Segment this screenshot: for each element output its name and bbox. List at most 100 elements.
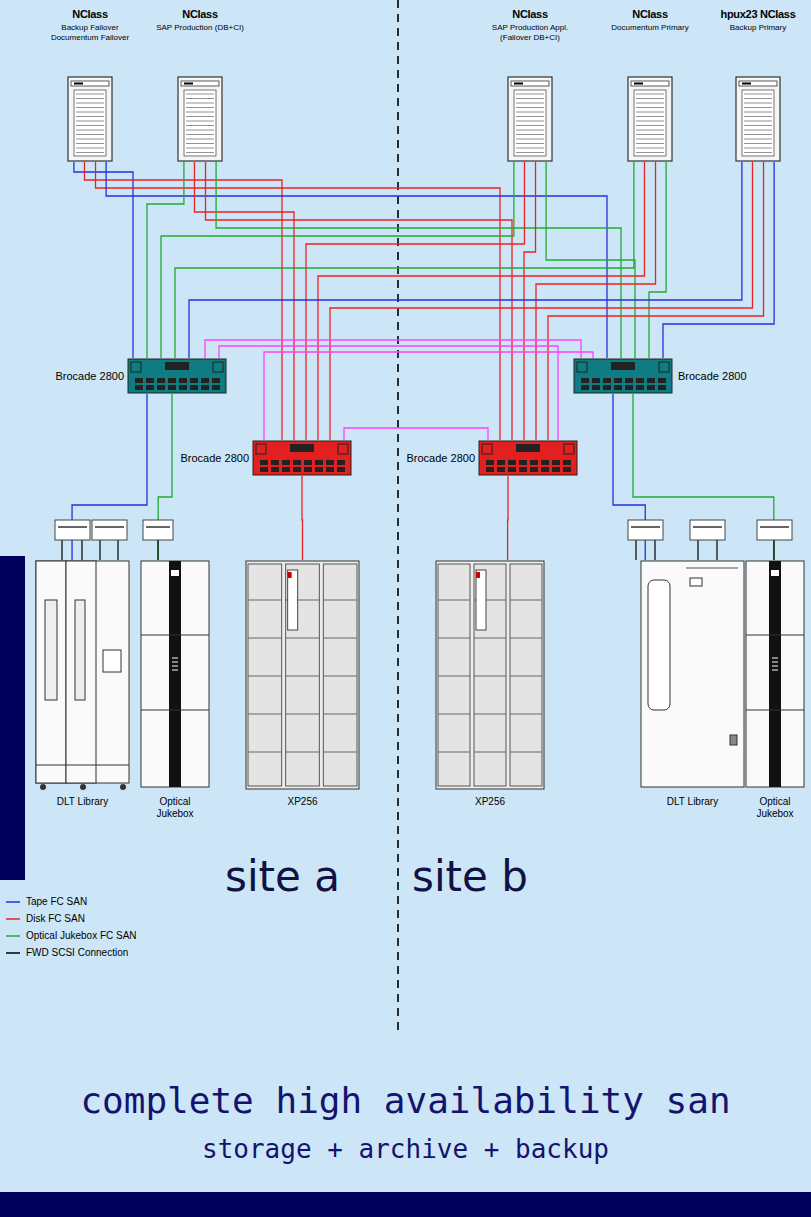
graphic-part	[438, 752, 470, 753]
graphic-part	[248, 564, 282, 786]
graphic-part	[625, 378, 633, 383]
graphic-part	[172, 670, 178, 671]
diagram-caption: storage + archive + backup	[0, 1134, 811, 1164]
graphic-part	[772, 670, 778, 671]
graphic-part	[634, 83, 643, 85]
graphic-part	[510, 564, 542, 786]
graphic-part	[636, 112, 664, 113]
graphic-part	[76, 107, 104, 108]
graphic-part	[6, 918, 20, 920]
graphic-part	[76, 121, 104, 122]
graphic-part	[76, 152, 104, 153]
server-text-block: NClassSAP Production (DB+CI)	[148, 8, 252, 72]
storage-shape	[435, 560, 545, 792]
graphic-part	[744, 139, 772, 140]
san-link	[84, 162, 282, 440]
graphic-part	[516, 103, 544, 104]
graphic-part	[76, 125, 104, 126]
graphic-part	[76, 112, 104, 113]
graphic-part	[186, 125, 214, 126]
graphic-part	[516, 98, 544, 99]
graphic-part	[36, 765, 129, 766]
switch-icon	[127, 358, 227, 394]
graphic-part	[636, 116, 664, 117]
graphic-part	[131, 362, 141, 372]
graphic-part	[635, 540, 636, 560]
legend-text: Optical Jukebox FC SAN	[26, 930, 137, 941]
legend-row: Disk FC SAN	[6, 910, 137, 927]
graphic-part	[286, 638, 320, 639]
graphic-part	[516, 116, 544, 117]
san-link	[205, 340, 581, 358]
graphic-part	[186, 152, 214, 153]
server-role: SAP Production (DB+CI)	[148, 23, 252, 33]
graphic-part	[40, 784, 46, 790]
server-shape	[627, 76, 673, 162]
graphic-part	[256, 444, 266, 454]
graphic-part	[744, 94, 772, 95]
graphic-part	[716, 540, 717, 560]
graphic-part	[168, 378, 176, 383]
graphic-part	[288, 572, 292, 578]
server-shape	[67, 76, 113, 162]
jukebox-icon	[140, 560, 210, 792]
graphic-part	[293, 460, 301, 465]
graphic-part	[592, 385, 600, 390]
graphic-part	[563, 467, 571, 472]
server-shape	[177, 76, 223, 162]
graphic-part	[514, 90, 546, 156]
graphic-part	[135, 378, 143, 383]
server-text-block: NClassSAP Production Appl. (Failover DB+…	[478, 8, 582, 72]
graphic-part	[693, 526, 722, 528]
graphic-part	[530, 460, 538, 465]
san-link	[194, 162, 294, 440]
graphic-part	[636, 107, 664, 108]
graphic-part	[614, 378, 622, 383]
graphic-part	[146, 526, 170, 528]
server-shape	[735, 76, 781, 162]
switch-node: Brocade 2800	[407, 440, 579, 476]
graphic-part	[146, 378, 154, 383]
graphic-part	[74, 83, 83, 85]
graphic-part	[742, 83, 751, 85]
graphic-part	[99, 540, 100, 560]
graphic-part	[186, 94, 214, 95]
graphic-part	[323, 564, 357, 786]
graphic-part	[74, 90, 106, 156]
graphic-part	[6, 952, 20, 954]
graphic-part	[338, 444, 348, 454]
legend: Tape FC SANDisk FC SANOptical Jukebox FC…	[6, 893, 137, 961]
storage-shape	[245, 560, 360, 792]
server-node: NClassBackup Failover Documentum Failove…	[38, 8, 142, 162]
graphic-part	[438, 714, 470, 715]
graphic-part	[516, 152, 544, 153]
graphic-part	[772, 658, 778, 659]
graphic-part	[744, 116, 772, 117]
graphic-part	[103, 650, 121, 672]
graphic-part	[76, 148, 104, 149]
graphic-part	[186, 98, 214, 99]
graphic-part	[315, 460, 323, 465]
graphic-part	[563, 460, 571, 465]
graphic-part	[172, 662, 178, 663]
san-link	[306, 162, 524, 440]
graphic-part	[92, 520, 127, 540]
graphic-part	[628, 520, 663, 540]
graphic-part	[686, 568, 738, 569]
graphic-part	[516, 125, 544, 126]
san-link	[106, 162, 607, 358]
graphic-part	[76, 94, 104, 95]
graphic-part	[186, 116, 214, 117]
graphic-part	[636, 121, 664, 122]
server-text-block: NClassDocumentum Primary	[598, 8, 702, 72]
graphic-part	[248, 714, 282, 715]
graphic-part	[337, 460, 345, 465]
graphic-part	[141, 710, 209, 711]
graphic-part	[260, 460, 268, 465]
graphic-part	[636, 103, 664, 104]
graphic-part	[516, 148, 544, 149]
graphic-part	[282, 460, 290, 465]
graphic-part	[574, 359, 672, 393]
server-icon	[177, 76, 223, 162]
